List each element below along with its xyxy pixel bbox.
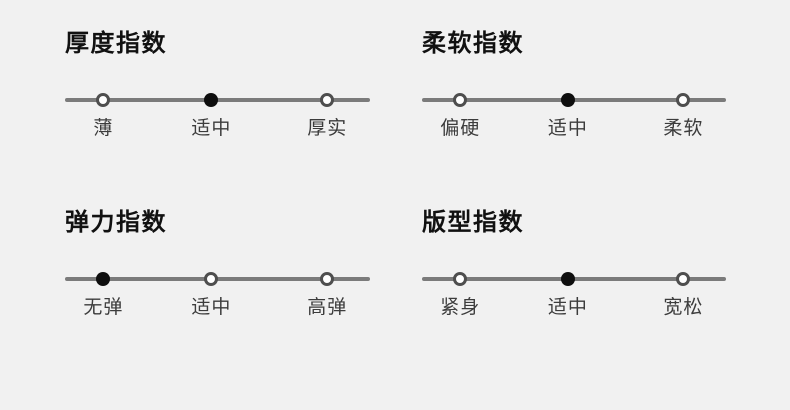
scale-labels: 偏硬 适中 柔软 — [422, 119, 726, 139]
scale-dot — [96, 93, 111, 107]
scale-dot — [560, 93, 575, 107]
option-label: 适中 — [191, 118, 232, 139]
scale-dot — [453, 93, 468, 107]
option-label: 适中 — [191, 297, 232, 318]
index-title-fit: 版型指数 — [422, 209, 524, 236]
scale-dot — [204, 93, 219, 107]
scale-dot — [320, 272, 335, 286]
option-label: 偏硬 — [440, 118, 481, 139]
scale-dot — [560, 272, 575, 286]
scale-labels: 紧身 适中 宽松 — [422, 298, 726, 318]
option-label: 无弹 — [83, 297, 124, 318]
thickness-scale — [65, 93, 370, 107]
option-label: 适中 — [547, 297, 588, 318]
attribute-index-panel: 厚度指数 薄 适中 厚实 柔软指数 偏硬 适中 柔软 弹力指数 — [65, 31, 726, 318]
scale-dot — [204, 272, 219, 286]
scale-dot — [453, 272, 468, 286]
option-label: 高弹 — [307, 297, 348, 318]
option-label: 柔软 — [663, 118, 704, 139]
fit-scale — [422, 272, 726, 286]
option-label: 厚实 — [307, 118, 348, 139]
elasticity-scale — [65, 272, 370, 286]
index-group-thickness: 厚度指数 薄 适中 厚实 — [65, 31, 370, 139]
option-label: 薄 — [93, 118, 114, 139]
option-label: 宽松 — [663, 297, 704, 318]
option-label: 适中 — [547, 118, 588, 139]
scale-dot — [320, 93, 335, 107]
scale-dot — [96, 272, 111, 286]
scale-dot — [676, 272, 691, 286]
scale-labels: 无弹 适中 高弹 — [65, 298, 370, 318]
index-group-fit: 版型指数 紧身 适中 宽松 — [422, 210, 726, 318]
index-group-elasticity: 弹力指数 无弹 适中 高弹 — [65, 210, 370, 318]
softness-scale — [422, 93, 726, 107]
index-title-thickness: 厚度指数 — [65, 30, 167, 57]
index-group-softness: 柔软指数 偏硬 适中 柔软 — [422, 31, 726, 139]
option-label: 紧身 — [440, 297, 481, 318]
scale-labels: 薄 适中 厚实 — [65, 119, 370, 139]
index-title-elasticity: 弹力指数 — [65, 209, 167, 236]
scale-dot — [676, 93, 691, 107]
index-title-softness: 柔软指数 — [422, 30, 524, 57]
